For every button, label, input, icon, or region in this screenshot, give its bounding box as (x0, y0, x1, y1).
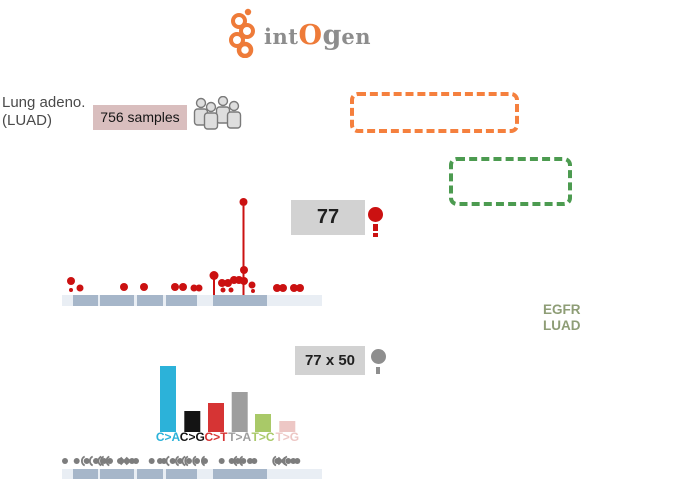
red-lollipop-icon (367, 207, 383, 237)
gene-cohort-label: EGFR LUAD (543, 302, 581, 334)
cohort-label-line2: (LUAD) (2, 112, 53, 129)
svg-text:C>T: C>T (204, 430, 228, 444)
logo-text-int: int (264, 24, 299, 49)
gray-lollipop-icon (370, 349, 386, 374)
cohort-label: Lung adeno. (LUAD) (2, 94, 85, 130)
intogen-logo-icon (229, 8, 255, 58)
cohort-name-label: LUAD (543, 318, 581, 333)
svg-text:C>G: C>G (180, 430, 205, 444)
gene-mutations-strip (62, 455, 322, 479)
matrix-size-box: 77 x 50 (295, 346, 365, 375)
logo-text-g: g (322, 20, 342, 51)
green-dashed-box (449, 157, 572, 206)
cohort-label-line1: Lung adeno. (2, 94, 86, 111)
svg-text:T>C: T>C (251, 430, 274, 444)
mutation-count-box: 77 (291, 200, 365, 235)
orange-dashed-box (350, 92, 519, 133)
needle-plot (62, 198, 322, 306)
people-icon (193, 96, 242, 130)
gene-name-label: EGFR (543, 302, 581, 317)
svg-text:T>A: T>A (228, 430, 251, 444)
logo-text-en: en (341, 24, 372, 49)
logo-text-o: O (298, 20, 323, 51)
svg-text:T>G: T>G (275, 430, 299, 444)
svg-text:C>A: C>A (156, 430, 181, 444)
sample-count-badge: 756 samples (93, 105, 187, 130)
